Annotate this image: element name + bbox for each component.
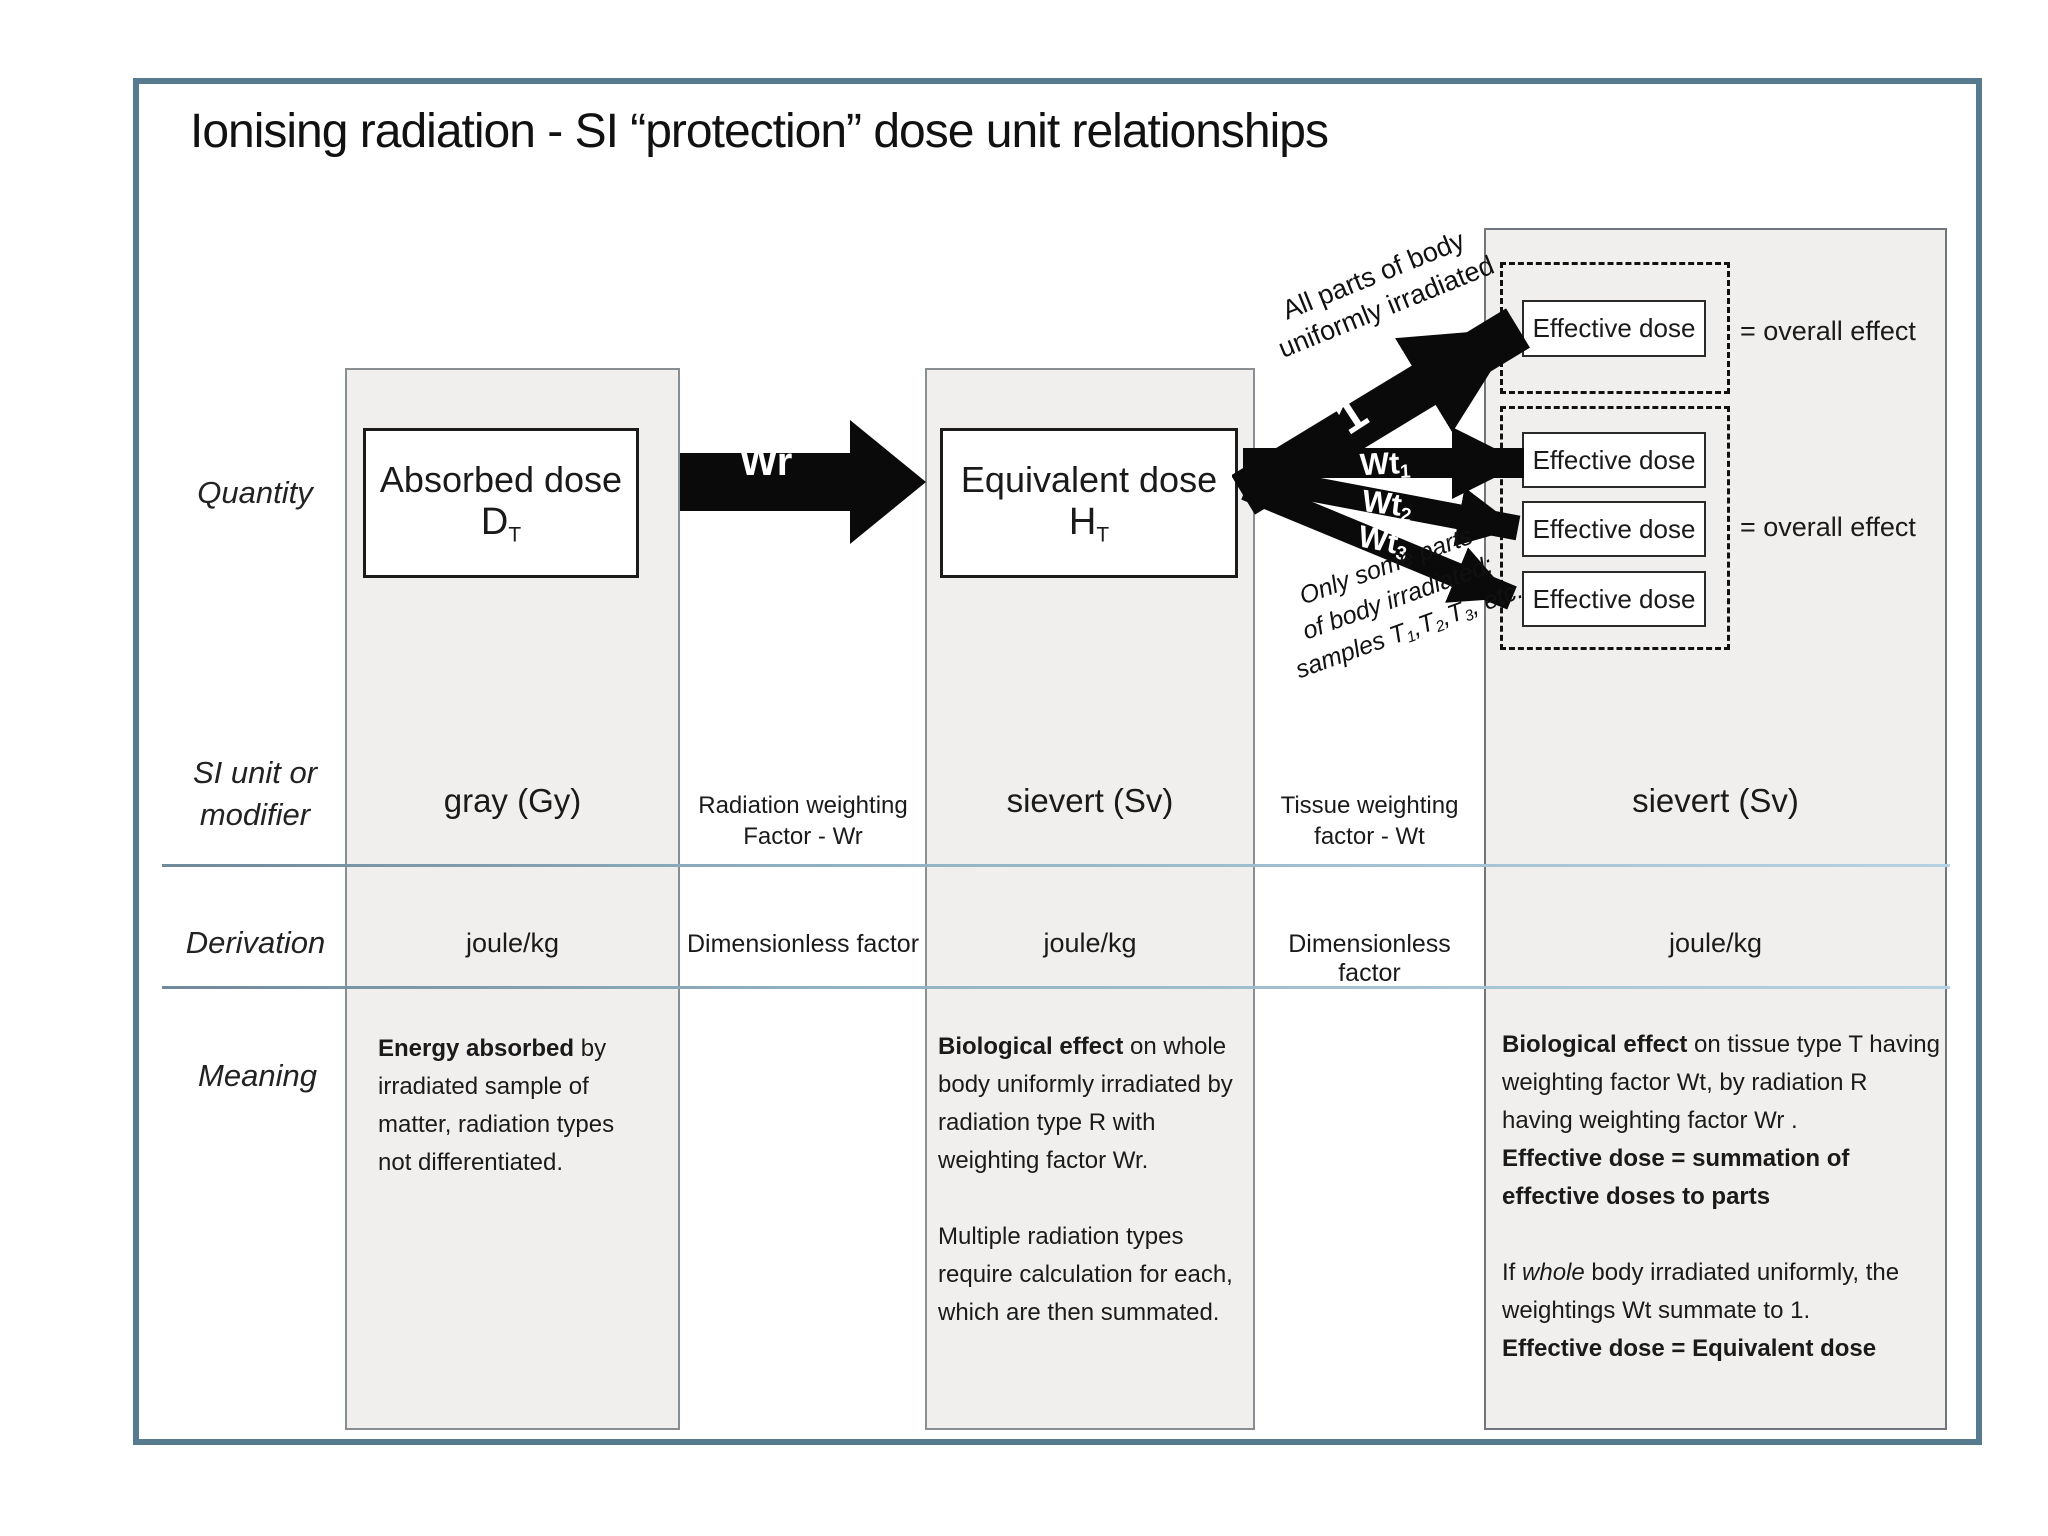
absorbed-dose-name: Absorbed dose xyxy=(379,459,623,501)
equivalent-dose-name: Equivalent dose xyxy=(960,459,1218,501)
equivalent-meaning: Biological effect on whole body uniforml… xyxy=(938,1033,1233,1326)
effective-dose-box-2: Effective dose xyxy=(1522,432,1706,488)
row-label-si-unit-line2: modifier xyxy=(199,796,311,832)
overall-effect-label-top: = overall effect xyxy=(1740,316,1916,346)
wr-arrow-label: Wr xyxy=(739,440,793,484)
arrow-wt3 xyxy=(1241,476,1517,610)
equivalent-dose-box: Equivalent dose HT xyxy=(940,428,1238,578)
absorbed-meaning: Energy absorbed by irradiated sample of … xyxy=(378,1035,615,1176)
arrow-wt2 xyxy=(1240,463,1521,547)
effective-dose-box-1: Effective dose xyxy=(1522,300,1706,357)
radiation-derivation: Dimensionless factor xyxy=(686,930,920,958)
page-title: Ionising radiation - SI “protection” dos… xyxy=(190,105,1329,158)
tissue-weighting-arrows xyxy=(1232,308,1530,610)
absorbed-si-unit: gray (Gy) xyxy=(443,782,582,819)
effective-meaning: Biological effect on tissue type T havin… xyxy=(1502,1031,1940,1362)
absorbed-derivation: joule/kg xyxy=(465,928,560,958)
wt1-label: Wt1 xyxy=(1359,445,1412,484)
absorbed-dose-symbol: DT xyxy=(480,501,522,547)
row-label-meaning: Meaning xyxy=(198,1058,317,1093)
equivalent-dose-symbol: HT xyxy=(1068,501,1110,547)
row-label-derivation: Derivation xyxy=(185,925,326,960)
tissue-derivation: Dimensionless factor xyxy=(1288,930,1451,987)
overall-effect-label-bottom: = overall effect xyxy=(1740,512,1916,542)
wr-arrow xyxy=(680,420,926,544)
row-label-si-unit: SI unit or modifier xyxy=(165,752,345,836)
tissue-weighting-label: Tissue weighting factor - Wt xyxy=(1280,792,1459,851)
row-label-quantity: Quantity xyxy=(197,475,313,510)
effective-dose-box-4: Effective dose xyxy=(1522,571,1706,627)
effective-derivation: joule/kg xyxy=(1668,928,1763,958)
radiation-weighting-label: Radiation weighting Factor - Wr xyxy=(698,792,908,851)
divider-si-derivation xyxy=(162,864,1950,867)
equivalent-derivation: joule/kg xyxy=(1043,928,1137,958)
row-label-si-unit-line1: SI unit or xyxy=(192,755,318,790)
effective-dose-column xyxy=(1484,228,1947,1430)
absorbed-dose-box: Absorbed dose DT xyxy=(363,428,639,578)
divider-derivation-meaning xyxy=(162,986,1950,989)
effective-si-unit: sievert (Sv) xyxy=(1632,782,1799,819)
equivalent-si-unit: sievert (Sv) xyxy=(1006,782,1174,819)
effective-dose-box-3: Effective dose xyxy=(1522,501,1706,557)
